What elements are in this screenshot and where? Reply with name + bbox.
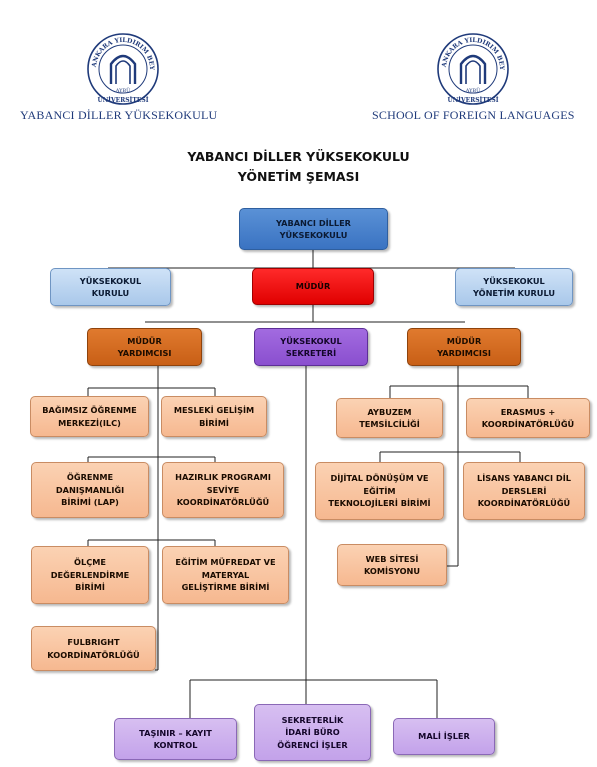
node-tasinir-kayit-kontrol: TAŞINIR – KAYIT KONTROL bbox=[114, 718, 237, 760]
school-name-turkish: YABANCI DİLLER YÜKSEKOKULU bbox=[20, 108, 218, 122]
svg-text:ÜNİVERSİTESİ: ÜNİVERSİTESİ bbox=[97, 97, 148, 104]
node-bagimsiz-ogrenme-merkezi: BAĞIMSIZ ÖĞRENME MERKEZİ(ILC) bbox=[30, 396, 149, 437]
node-fulbright-koordinatorlugu: FULBRIGHT KOORDİNATÖRLÜĞÜ bbox=[31, 626, 156, 671]
node-mali-isler: MALİ İŞLER bbox=[393, 718, 495, 755]
university-seal-logo-right: ANKARA YILDIRIM BEYAZIT ÜNİVERSİTESİ AYB… bbox=[436, 32, 509, 105]
chart-title-line1: YABANCI DİLLER YÜKSEKOKULU bbox=[187, 149, 410, 164]
svg-text:AYBÜ: AYBÜ bbox=[115, 87, 131, 94]
node-mudur-yardimcisi-right: MÜDÜR YARDIMCISI bbox=[407, 328, 521, 366]
node-aybuzem-temsilciligi: AYBUZEM TEMSİLCİLİĞİ bbox=[336, 398, 443, 438]
svg-text:AYBÜ: AYBÜ bbox=[465, 87, 481, 94]
node-erasmus-koordinatorlugu: ERASMUS + KOORDİNATÖRLÜĞÜ bbox=[466, 398, 590, 438]
node-yuksekokul-yonetim-kurulu: YÜKSEKOKUL YÖNETİM KURULU bbox=[455, 268, 573, 306]
node-ogrenme-danismanligi-birimi: ÖĞRENME DANIŞMANLIĞI BİRİMİ (LAP) bbox=[31, 462, 149, 518]
node-dijital-donusum-birimi: DİJİTAL DÖNÜŞÜM VE EĞİTİM TEKNOLOJİLERİ … bbox=[315, 462, 444, 520]
node-mudur-yardimcisi-left: MÜDÜR YARDIMCISI bbox=[87, 328, 202, 366]
chart-title-line2: YÖNETİM ŞEMASI bbox=[237, 169, 360, 184]
node-yabanci-diller-yuksekokulu: YABANCI DİLLER YÜKSEKOKULU bbox=[239, 208, 388, 250]
node-olcme-degerlendirme-birimi: ÖLÇME DEĞERLENDİRME BİRİMİ bbox=[31, 546, 149, 604]
node-mesleki-gelisim-birimi: MESLEKİ GELİŞİM BİRİMİ bbox=[161, 396, 267, 437]
school-name-english: SCHOOL OF FOREIGN LANGUAGES bbox=[372, 108, 575, 122]
university-seal-logo-left: ANKARA YILDIRIM BEYAZIT ÜNİVERSİTESİ AYB… bbox=[86, 32, 159, 105]
node-sekreterlik-idari-buro: SEKRETERLİK İDARİ BÜRO ÖĞRENCİ İŞLER bbox=[254, 704, 371, 761]
svg-text:ÜNİVERSİTESİ: ÜNİVERSİTESİ bbox=[447, 97, 498, 104]
node-egitim-mufredat-birimi: EĞİTİM MÜFREDAT VE MATERYAL GELİŞTİRME B… bbox=[162, 546, 289, 604]
node-yuksekokul-kurulu: YÜKSEKOKUL KURULU bbox=[50, 268, 171, 306]
node-yuksekokul-sekreteri: YÜKSEKOKUL SEKRETERİ bbox=[254, 328, 368, 366]
node-hazirlik-programi-koordinatorlugu: HAZIRLIK PROGRAMI SEVİYE KOORDİNATÖRLÜĞÜ bbox=[162, 462, 284, 518]
node-mudur: MÜDÜR bbox=[252, 268, 374, 305]
node-web-sitesi-komisyonu: WEB SİTESİ KOMİSYONU bbox=[337, 544, 447, 586]
node-lisans-yabanci-dil-koordinatorlugu: LİSANS YABANCI DİL DERSLERİ KOORDİNATÖRL… bbox=[463, 462, 585, 520]
